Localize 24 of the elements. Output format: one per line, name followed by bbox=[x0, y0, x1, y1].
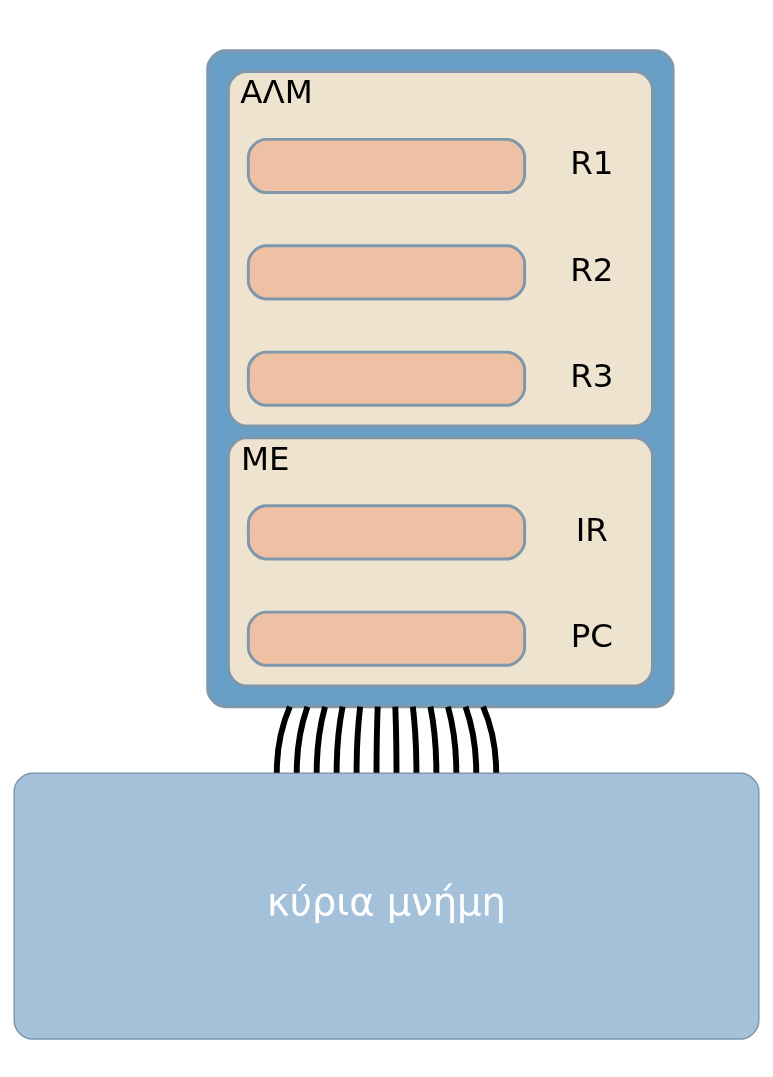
node-box bbox=[246, 610, 527, 667]
node-label: IR bbox=[575, 510, 608, 549]
connector bbox=[462, 705, 480, 773]
node-label: R2 bbox=[570, 250, 614, 289]
cluster bbox=[206, 48, 675, 708]
connector bbox=[353, 705, 364, 773]
connector bbox=[373, 706, 381, 773]
connector bbox=[273, 705, 293, 773]
connector bbox=[445, 705, 460, 773]
connector bbox=[409, 705, 420, 773]
node-label: R3 bbox=[570, 356, 614, 395]
node-box bbox=[246, 137, 527, 194]
node-box bbox=[246, 243, 527, 300]
node-box: κύρια μνήμη bbox=[13, 771, 760, 1040]
connector bbox=[313, 705, 328, 773]
connector bbox=[480, 705, 500, 773]
node-label: R1 bbox=[570, 143, 614, 182]
node-box bbox=[246, 503, 527, 560]
connector bbox=[333, 705, 346, 773]
connector bbox=[427, 705, 440, 773]
connector bbox=[392, 706, 400, 773]
node-box bbox=[246, 350, 527, 407]
node-label: PC bbox=[570, 616, 613, 655]
connector bbox=[293, 705, 311, 773]
